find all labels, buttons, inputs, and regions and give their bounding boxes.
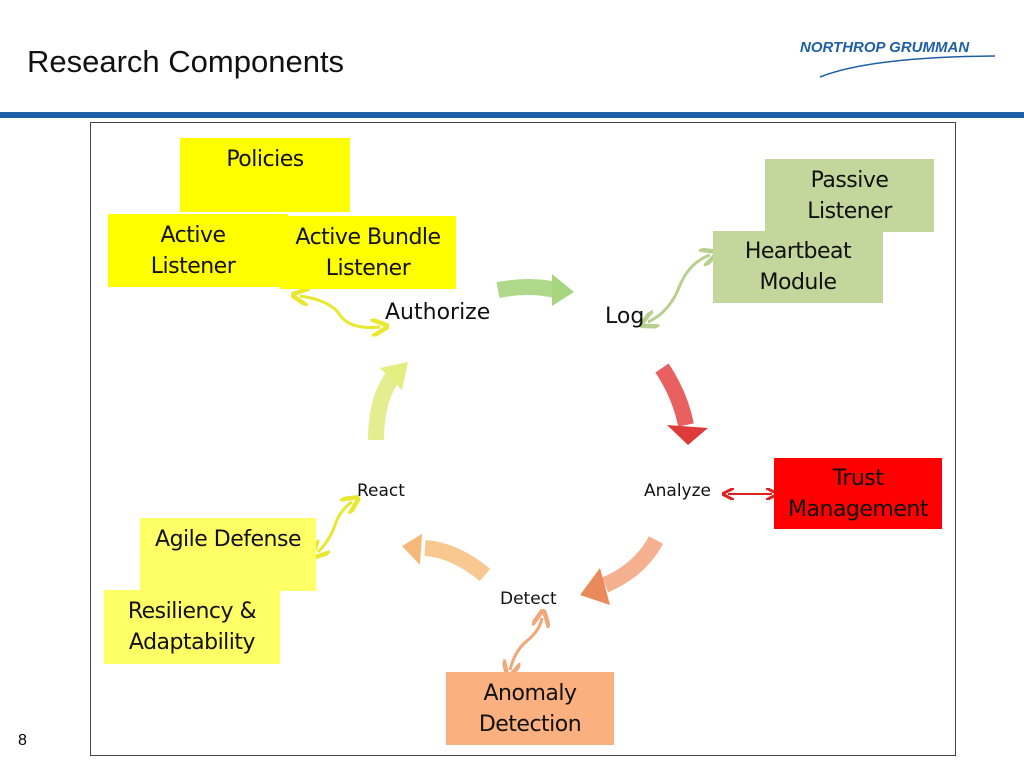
authorize-label: Authorize: [385, 300, 491, 325]
svg-text:NORTHROP GRUMMAN: NORTHROP GRUMMAN: [800, 39, 970, 56]
anomaly-link-arrow: [510, 618, 542, 670]
header-rule: [0, 112, 1024, 118]
passive-listener-box: Passive Listener: [765, 159, 934, 232]
trust-management-box: Trust Management: [774, 458, 942, 529]
active-bundle-listener-box: Active Bundle Listener: [280, 216, 456, 289]
anomaly-detection-box: Anomaly Detection: [446, 672, 614, 745]
log-label: Log: [605, 304, 645, 329]
detect-to-react-arrow: [402, 534, 491, 582]
authorize-to-log-arrow: [496, 274, 574, 306]
page-number: 8: [18, 732, 27, 749]
agile-defense-box: Agile Defense: [140, 518, 316, 591]
diagram-frame: [90, 122, 956, 756]
react-label: React: [357, 481, 405, 501]
resiliency-box: Resiliency & Adaptability: [104, 590, 280, 664]
heartbeat-module-box: Heartbeat Module: [713, 231, 883, 303]
detect-label: Detect: [500, 589, 557, 609]
analyze-to-detect-arrow: [580, 536, 664, 605]
slide-title: Research Components: [27, 44, 345, 79]
policies-box: Policies: [180, 138, 350, 212]
northrop-grumman-logo: NORTHROP GRUMMAN: [800, 39, 996, 78]
policy-link-arrow: [300, 296, 380, 328]
agile-link-arrow: [318, 502, 352, 552]
active-listener-box: Active Listener: [108, 214, 288, 287]
log-to-analyze-arrow: [655, 363, 708, 445]
analyze-label: Analyze: [644, 481, 711, 501]
heartbeat-link-arrow: [648, 255, 710, 322]
react-to-authorize-arrow: [368, 362, 408, 441]
